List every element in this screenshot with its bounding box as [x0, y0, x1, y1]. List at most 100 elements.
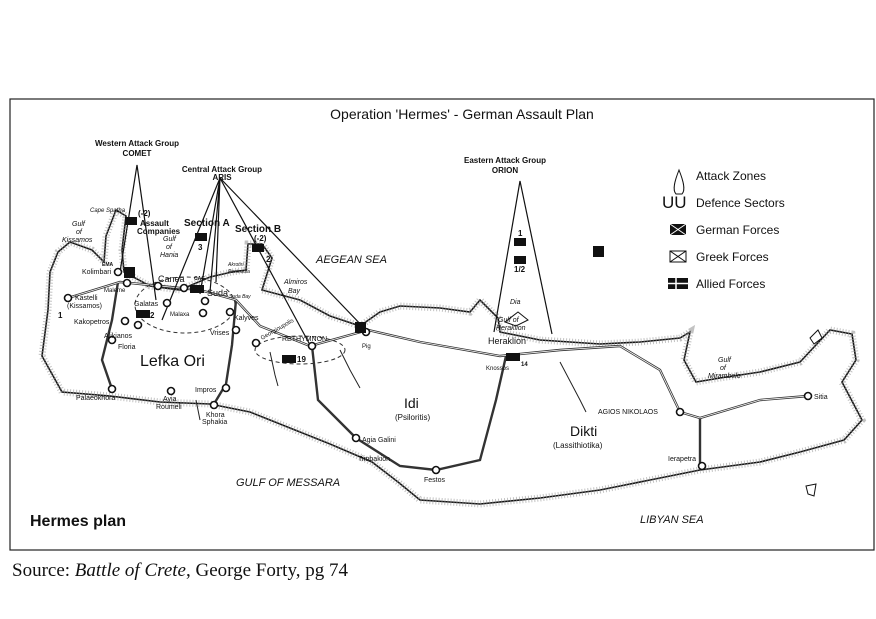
german-forces-icon [514, 238, 526, 246]
unit-label: CAG [194, 276, 205, 282]
unit-label: 14 [521, 362, 528, 368]
map-caption: Hermes plan [30, 513, 126, 530]
section-a-label: Section A [184, 218, 230, 229]
place-label: Maleme [104, 288, 126, 294]
greek-forces-icon [355, 322, 366, 333]
legend-label: Greek Forces [696, 250, 769, 264]
dia-island [503, 311, 529, 327]
german-forces-icon [125, 217, 137, 225]
legend-label: Defence Sectors [696, 196, 785, 210]
source-suffix: , George Forty, pg 74 [185, 560, 348, 581]
place-label: (Kissamos) [67, 303, 102, 310]
unit-label: 2 [150, 311, 155, 320]
gulf-label: Gulf of [498, 317, 520, 324]
region-label: (Lassithiotika) [553, 441, 603, 450]
gulf-label: Kissamos [62, 237, 93, 244]
unit-label: 3 [198, 243, 203, 252]
source-citation: Source: Battle of Crete, George Forty, p… [12, 560, 348, 582]
place-label: Malaxa [170, 312, 190, 318]
unit-label: (-2) [254, 234, 267, 243]
towns [63, 267, 813, 475]
gulf-label: Gulf [72, 221, 86, 228]
allied-forces-icon [190, 285, 204, 293]
gulf-label: of [720, 365, 727, 372]
place-label: Ierapetra [668, 456, 696, 463]
unit-label: Assault [140, 219, 169, 228]
place-label: Knossos [486, 366, 509, 372]
place-label: Kolimbari [82, 269, 112, 276]
unit-label: 1 [58, 311, 63, 320]
island-label: Dia [510, 299, 521, 306]
place-label: AGIOS NIKOLAOS [598, 409, 658, 416]
central-group-code: ARIS [212, 173, 232, 182]
gulf-label: Bay [288, 288, 301, 295]
place-label: Suda [207, 288, 228, 298]
sea-label: GULF OF MESSARA [236, 477, 340, 489]
place-label: Vrises [210, 330, 230, 337]
place-label: Palaeokhora [76, 395, 115, 402]
force-symbols [124, 217, 604, 363]
region-label: (Psiloritis) [395, 413, 430, 422]
defence-sector-icon: UU [662, 193, 687, 212]
gulf-label: of [166, 244, 173, 251]
place-label: RETHYMNON [282, 336, 327, 343]
cape-label: Cape Spatha [90, 208, 126, 214]
place-label: Heraklion [488, 336, 526, 346]
western-group-label: Western Attack Group [95, 139, 179, 148]
map-title: Operation 'Hermes' - German Assault Plan [330, 106, 594, 122]
attack-zone-icon [673, 168, 685, 195]
german-forces-icon [514, 256, 526, 264]
gulf-label: Mirambelo [708, 373, 741, 380]
gulf-label: Heraklion [496, 325, 526, 332]
defence-sector-lines [134, 276, 346, 365]
place-label: Festos [424, 477, 446, 484]
island [805, 483, 817, 497]
gulf-label: Hania [160, 252, 178, 259]
region-label: Idi [404, 395, 419, 411]
rivers [195, 349, 587, 421]
place-label: Canea [158, 274, 185, 284]
unit-label: Companies [137, 227, 181, 236]
place-label: Ayia [163, 396, 177, 403]
legend-label: Attack Zones [696, 169, 766, 183]
peninsula-label: Peninsula [228, 269, 250, 275]
unit-label: (-2) [138, 209, 151, 218]
central-group-label: Central Attack Group [182, 165, 262, 174]
source-prefix: Source: [12, 560, 75, 581]
place-label: Alikianos [104, 333, 133, 340]
legend-label: German Forces [696, 223, 779, 237]
allied-forces-icon [506, 353, 520, 361]
german-forces-icon [195, 233, 207, 241]
section-b-label: Section B [235, 224, 281, 235]
source-book: Battle of Crete [74, 560, 186, 581]
place-label: Roumeli [156, 404, 182, 411]
greek-forces-icon [669, 250, 687, 263]
western-group-code: COMET [123, 149, 152, 158]
unit-label: 1/2 [514, 265, 526, 274]
sea-label: AEGEAN SEA [315, 254, 387, 266]
allied-forces-icon [668, 278, 688, 289]
allied-forces-icon [136, 310, 150, 318]
sea-label: LIBYAN SEA [640, 514, 704, 526]
place-label: Pig [362, 344, 371, 350]
place-label: Galatas [134, 301, 159, 308]
gulf-label: Gulf [718, 357, 732, 364]
place-label: Kakopetros [74, 319, 110, 326]
place-label: Agia Galini [362, 437, 396, 444]
unit-label: 19 [297, 355, 306, 364]
greek-forces-icon [593, 246, 604, 257]
place-label: Timbakion [358, 456, 390, 463]
unit-label: 2 [266, 255, 271, 264]
gulf-label: Gulf [163, 236, 177, 243]
unit-label: 1 [518, 229, 523, 238]
legend-label: Allied Forces [696, 277, 765, 291]
gulf-label: Almiros [283, 279, 308, 286]
german-forces-icon [252, 244, 264, 252]
attack-zones [119, 164, 553, 346]
place-label: Impros [195, 387, 217, 394]
german-forces-icon [669, 223, 687, 236]
eastern-group-label: Eastern Attack Group [464, 156, 546, 165]
region-label: Lefka Ori [140, 353, 205, 370]
place-label: Floria [118, 344, 136, 351]
island [809, 329, 823, 345]
